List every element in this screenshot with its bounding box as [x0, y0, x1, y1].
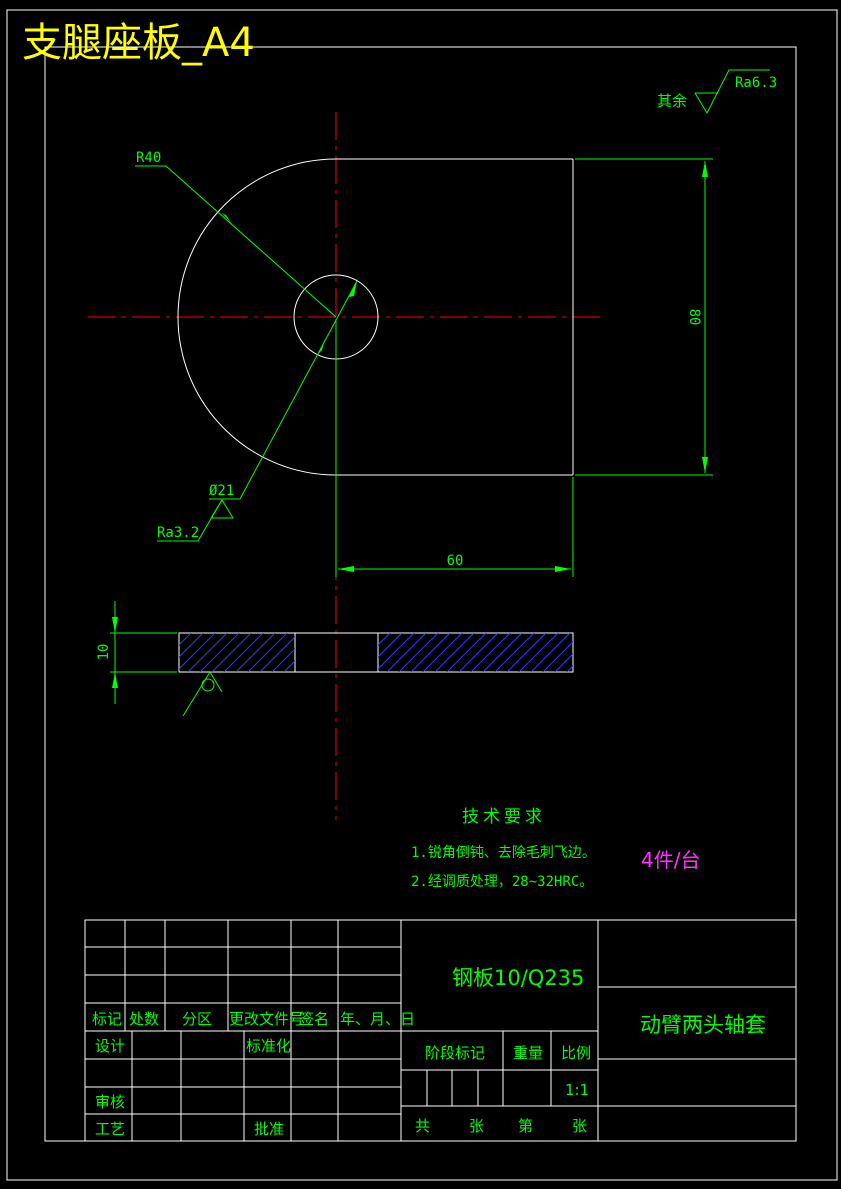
- inner-border: [44, 46, 797, 1142]
- length-dimension: 60: [335, 319, 574, 577]
- hatch-line: [308, 633, 347, 672]
- hatch-line: [494, 633, 535, 672]
- svg-text:审核: 审核: [95, 1093, 125, 1111]
- hatch-line: [603, 633, 642, 672]
- svg-text:重量: 重量: [513, 1044, 543, 1062]
- svg-text:R40: R40: [136, 150, 161, 166]
- svg-text:签名: 签名: [299, 1010, 329, 1028]
- hatch-line: [518, 633, 559, 672]
- svg-text:年、月、日: 年、月、日: [340, 1010, 415, 1028]
- hatch-line: [542, 641, 573, 672]
- hatch-line: [579, 633, 618, 672]
- svg-text:工艺: 工艺: [95, 1120, 125, 1138]
- hatch-line: [378, 633, 379, 634]
- svg-text:Ra6.3: Ra6.3: [735, 75, 777, 91]
- svg-text:标记: 标记: [92, 1010, 122, 1028]
- hatch-line: [223, 633, 264, 672]
- hatch-line: [386, 633, 427, 672]
- hatch-line: [591, 633, 630, 672]
- hatch-line: [506, 633, 547, 672]
- svg-text:2.经调质处理，28~32HRC。: 2.经调质处理，28~32HRC。: [411, 874, 593, 890]
- hatch-line: [378, 633, 391, 646]
- hatch-line: [179, 633, 192, 646]
- title-block: [84, 919, 797, 1142]
- hatch-line: [259, 636, 295, 672]
- svg-text:分区: 分区: [182, 1010, 212, 1028]
- hatch-line: [434, 633, 475, 672]
- radius-dimension: R40: [135, 150, 337, 318]
- quantity-note: 4件/台: [641, 848, 700, 872]
- hatch-line: [283, 660, 295, 672]
- svg-text:更改文件号: 更改文件号: [229, 1010, 304, 1028]
- thickness-dimension: 10: [96, 601, 177, 704]
- hatch-line: [470, 633, 511, 672]
- svg-text:技术要求: 技术要求: [462, 807, 546, 827]
- hatch-line: [378, 633, 415, 670]
- svg-text:钢板10/Q235: 钢板10/Q235: [452, 966, 584, 990]
- svg-text:Ø21: Ø21: [209, 483, 234, 499]
- svg-text:标准化: 标准化: [246, 1037, 291, 1055]
- svg-text:60: 60: [447, 553, 464, 569]
- hatch-line: [378, 633, 403, 658]
- height-dimension: 80: [575, 158, 713, 476]
- hatch-line: [199, 633, 240, 672]
- hatch-line: [235, 633, 276, 672]
- hatch-line: [247, 633, 288, 672]
- svg-text:1.锐角倒钝、去除毛刺飞边。: 1.锐角倒钝、去除毛刺飞边。: [411, 845, 596, 861]
- hatch-line: [187, 633, 228, 672]
- technical-requirements: 技术要求 1.锐角倒钝、去除毛刺飞边。 2.经调质处理，28~32HRC。: [411, 807, 596, 890]
- svg-text:10: 10: [96, 644, 112, 661]
- hatch-line: [530, 633, 571, 672]
- svg-text:张: 张: [572, 1117, 587, 1135]
- hatch-line: [296, 633, 335, 672]
- side-roughness-symbol: [182, 671, 223, 717]
- side-view: [178, 632, 642, 673]
- svg-text:阶段标记: 阶段标记: [425, 1044, 485, 1062]
- hatch-line: [179, 633, 204, 658]
- drawing-title: 支腿座板_A4: [22, 20, 255, 66]
- outer-border: [6, 9, 838, 1181]
- hatch-line: [179, 633, 216, 670]
- hatch-line: [554, 653, 573, 672]
- hatch-line: [211, 633, 252, 672]
- hatch-line: [482, 633, 523, 672]
- hatch-line: [458, 633, 499, 672]
- hole-roughness: Ra3.2: [157, 499, 234, 542]
- hatch-line: [398, 633, 439, 672]
- surface-roughness-symbol: 其余 Ra6.3: [657, 69, 777, 115]
- svg-text:张: 张: [469, 1117, 484, 1135]
- svg-text:80: 80: [686, 309, 702, 326]
- plate-outline: [177, 158, 574, 476]
- svg-text:其余: 其余: [657, 92, 687, 110]
- svg-text:第: 第: [518, 1117, 533, 1135]
- svg-text:1:1: 1:1: [565, 1081, 589, 1099]
- hatch-line: [332, 633, 371, 672]
- hatch-line: [446, 633, 487, 672]
- svg-text:处数: 处数: [129, 1010, 159, 1028]
- hatch-line: [422, 633, 463, 672]
- svg-text:共: 共: [415, 1117, 430, 1135]
- hatch-line: [271, 648, 295, 672]
- title-block-text: 标记 处数 分区 更改文件号 签名 年、月、日 设计 标准化 审核 工艺 批准 …: [92, 966, 766, 1138]
- hatch-line: [320, 633, 359, 672]
- svg-text:批准: 批准: [254, 1120, 284, 1138]
- svg-text:动臂两头轴套: 动臂两头轴套: [640, 1013, 766, 1037]
- hatch-line: [410, 633, 451, 672]
- svg-text:Ra3.2: Ra3.2: [157, 525, 199, 541]
- svg-text:设计: 设计: [95, 1037, 125, 1055]
- svg-text:比例: 比例: [561, 1044, 591, 1062]
- hatch-line: [179, 633, 180, 634]
- hole-dimension: Ø21: [209, 280, 358, 500]
